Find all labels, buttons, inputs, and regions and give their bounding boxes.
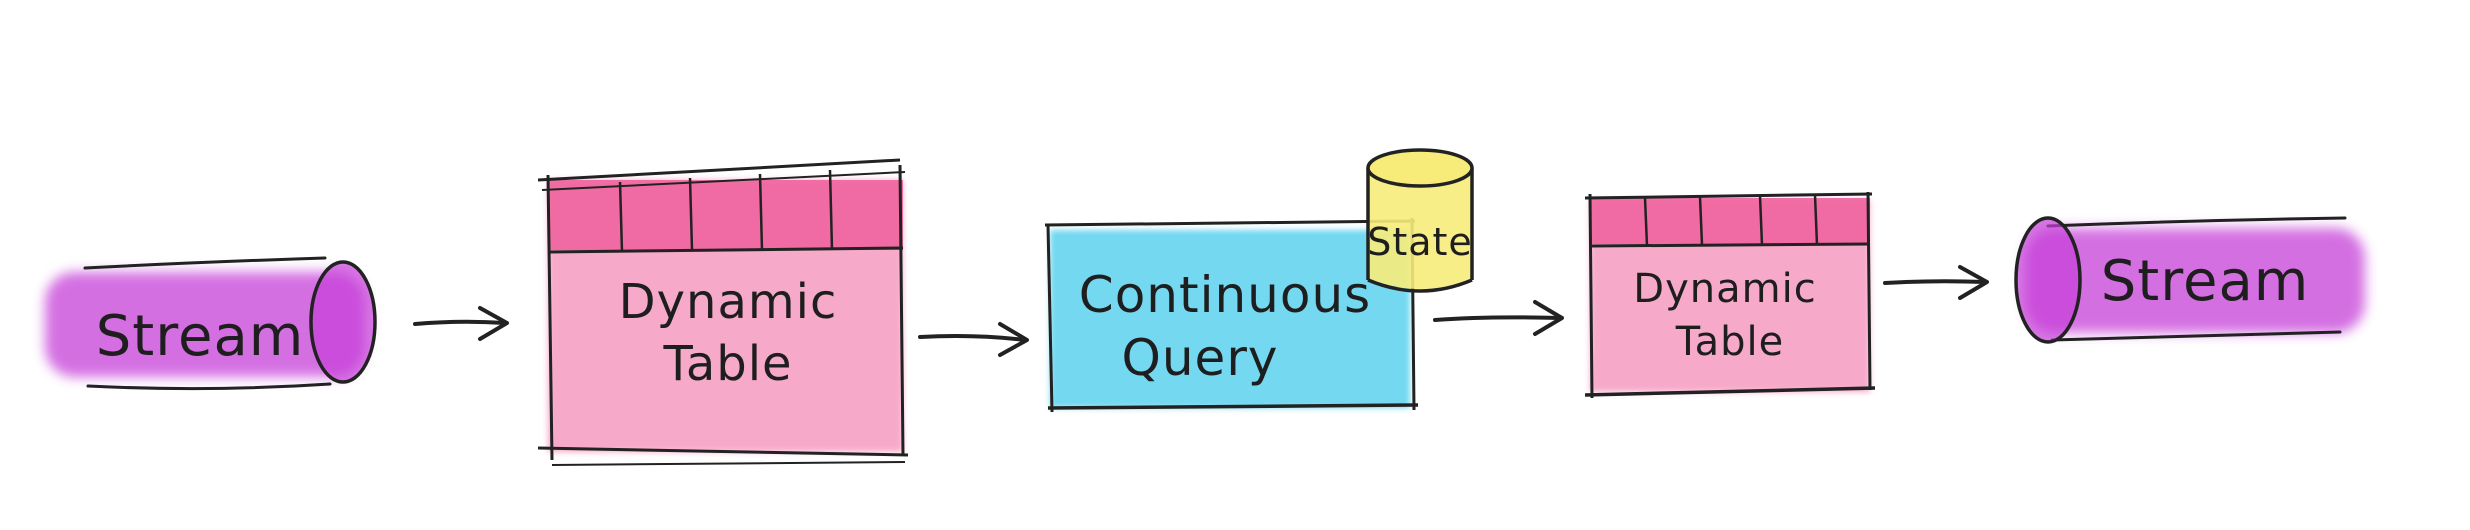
state-body: [1368, 168, 1472, 289]
continuous-query-label-line1: Continuous: [1079, 266, 1371, 324]
arrow-table-to-stream: [1883, 265, 1989, 300]
arrow-stream-to-table: [413, 306, 509, 341]
arrow-table-to-query: [918, 322, 1029, 357]
state-label: State: [1367, 220, 1473, 264]
dynamic-table-in-label-line1: Dynamic: [619, 274, 838, 330]
continuous-query-fill: [1050, 230, 1410, 408]
dynamic-table-in-node: Dynamic Table: [537, 158, 909, 466]
stream-in-label: Stream: [96, 304, 305, 369]
stream-out-end: [2014, 216, 2082, 344]
arrow-query-to-table: [1433, 300, 1564, 336]
stream-in-fill: [45, 272, 365, 377]
continuous-query-label-line2: Query: [1122, 329, 1279, 387]
state-top: [1366, 148, 1474, 188]
continuous-query-node: Continuous Query: [1044, 217, 1419, 413]
stream-in-node: Stream: [45, 256, 377, 391]
dynamic-table-in-label-line2: Table: [662, 336, 792, 392]
stream-in-end: [309, 260, 377, 384]
dynamic-table-out-node: Dynamic Table: [1584, 191, 1876, 399]
stream-out-label: Stream: [2101, 249, 2310, 314]
stream-out-node: Stream: [2014, 216, 2365, 344]
stream-out-fill: [2025, 228, 2365, 333]
dynamic-table-out-header: [1590, 198, 1870, 244]
state-node: State: [1366, 148, 1474, 293]
dynamic-table-out-label-line1: Dynamic: [1633, 266, 1816, 312]
dynamic-table-in-header: [548, 180, 903, 250]
dynamic-table-out-label-line2: Table: [1675, 319, 1784, 365]
